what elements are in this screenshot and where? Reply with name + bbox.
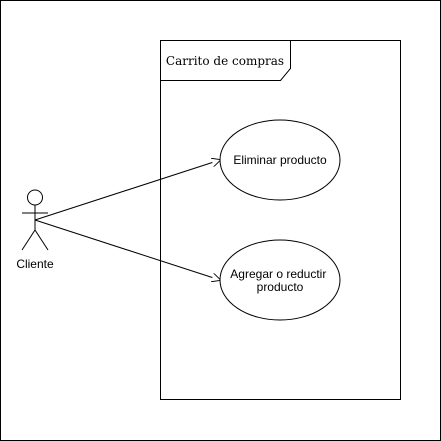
use-case-eliminar-producto: Eliminar producto: [219, 119, 341, 201]
system-boundary-box: [160, 40, 401, 400]
use-case-label: Eliminar producto: [233, 153, 327, 167]
system-boundary: Carrito de compras: [160, 40, 401, 400]
use-case-agregar-producto: Agregar o reductir producto: [219, 239, 341, 321]
actor-right-leg: [34, 229, 49, 251]
association-eliminar: [34, 160, 220, 221]
association-agregar: [34, 219, 220, 280]
system-title: Carrito de compras: [166, 54, 284, 68]
system-title-tab: [160, 40, 291, 81]
use-case-label: Agregar o reductir producto: [230, 267, 329, 294]
actor-left-leg: [21, 229, 36, 251]
actor-head: [27, 189, 43, 206]
use-case-label-line: Eliminar producto: [233, 153, 327, 167]
use-case-ellipse: [219, 239, 341, 321]
use-case-label-line: Agregar o reductir: [230, 267, 326, 281]
actor-cliente: Cliente: [16, 189, 54, 271]
use-case-label-line: producto: [257, 280, 304, 294]
actor-name: Cliente: [16, 257, 54, 271]
use-case-ellipse: [219, 119, 341, 201]
